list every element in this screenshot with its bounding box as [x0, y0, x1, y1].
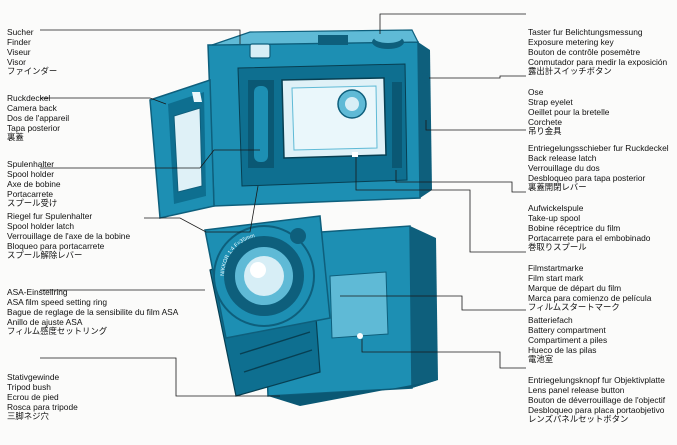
camera-back-open-illustration [149, 29, 432, 219]
leader-back-release [425, 120, 526, 131]
leader-spool-latch [144, 185, 259, 233]
leader-strap [429, 75, 526, 79]
leader-lines [40, 13, 526, 397]
camera-front-lens-illustration: NIKKOR 1:4 F=35mm [204, 215, 438, 406]
camera-illustrations: NIKKOR 1:4 F=35mm [40, 13, 526, 406]
leader-take-up [395, 170, 526, 193]
leader-lens-release [361, 339, 526, 369]
leader-battery [340, 295, 526, 311]
leader-tripod [40, 357, 280, 397]
leader-finder [40, 29, 241, 44]
leader-camera-back [40, 97, 167, 105]
leader-exposure-key [379, 13, 526, 34]
leader-spool-holder [40, 149, 260, 169]
leader-film-mark [355, 157, 526, 253]
